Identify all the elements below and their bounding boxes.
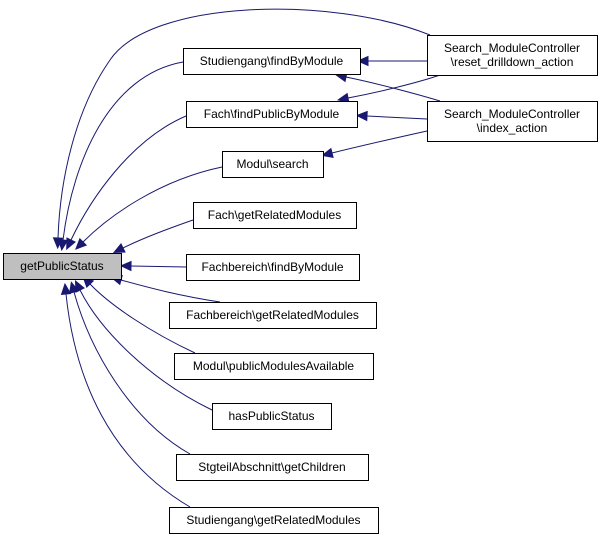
edge-n3-to-root [82, 166, 223, 243]
node-fach-getrelatedmodules[interactable]: Fach\getRelatedModules [193, 202, 357, 229]
node-label: Search_ModuleController [444, 41, 580, 55]
node-label: Fachbereich\findByModule [201, 260, 343, 274]
node-fachbereich-getrelatedmodules[interactable]: Fachbereich\getRelatedModules [169, 302, 377, 329]
arrowhead-n9-to-root [69, 281, 80, 294]
node-label: hasPublicStatus [228, 409, 314, 423]
arrowhead-n2-to-root [66, 237, 76, 251]
node-box [183, 48, 361, 75]
node-box [169, 507, 379, 534]
node-label: Search_ModuleController [444, 107, 580, 121]
node-label: Fach\getRelatedModules [208, 208, 341, 222]
node-studiengang-findbymodule[interactable]: Studiengang\findByModule [183, 48, 361, 75]
edge-c2-to-n1 [345, 76, 441, 102]
node-label: \reset_drilldown_action [451, 55, 574, 69]
node-search-modulecontroller-index-action[interactable]: Search_ModuleController\index_action [427, 101, 598, 142]
arrowhead-n4-to-root [112, 243, 126, 253]
node-studiengang-getrelatedmodules[interactable]: Studiengang\getRelatedModules [169, 507, 379, 534]
node-box [186, 254, 360, 281]
node-box [212, 403, 332, 430]
node-box [169, 302, 377, 329]
edge-n1-to-root [62, 61, 184, 241]
edge-n5-to-root [130, 265, 187, 268]
node-box [176, 454, 369, 481]
arrowhead-n5-to-root [119, 260, 132, 272]
node-label: Studiengang\getRelatedModules [186, 513, 360, 527]
node-getpublicstatus: getPublicStatus [3, 253, 122, 280]
edge-c2-to-n2 [366, 115, 428, 120]
node-box [427, 101, 598, 142]
node-label: getPublicStatus [20, 259, 103, 273]
node-box [222, 151, 324, 178]
node-label: Fachbereich\getRelatedModules [186, 308, 359, 322]
node-label: \index_action [477, 121, 548, 135]
arrowhead-c2-to-n3 [321, 147, 334, 158]
node-label: Modul\publicModulesAvailable [193, 359, 355, 373]
node-label: Studiengang\findByModule [200, 54, 344, 68]
edge-n2-to-root [70, 115, 187, 241]
node-box [3, 253, 122, 280]
node-box [193, 202, 357, 229]
node-label: Modul\search [236, 157, 308, 171]
arrowhead-n10-to-root [60, 282, 72, 296]
edge-n6-to-root [120, 279, 221, 303]
arrowhead-c1-to-n1 [356, 55, 369, 67]
node-modul-search[interactable]: Modul\search [222, 151, 324, 178]
node-fachbereich-findbymodule[interactable]: Fachbereich\findByModule [186, 254, 360, 281]
arrowhead-c1-to-root [52, 237, 64, 250]
node-label: StgteilAbschnitt\getChildren [198, 460, 345, 474]
edge-c1-to-n2 [347, 74, 441, 99]
edge-n8-to-root [79, 289, 213, 411]
arrowhead-c2-to-n2 [355, 110, 368, 122]
edge-n10-to-root [65, 293, 191, 508]
node-modul-publicmodulesavailable[interactable]: Modul\publicModulesAvailable [174, 353, 374, 380]
node-label: Fach\findPublicByModule [204, 107, 340, 121]
graph-nodes: getPublicStatus Studiengang\findByModuleF… [3, 35, 598, 534]
node-search-modulecontroller-reset-drilldown-action[interactable]: Search_ModuleController\reset_drilldown_… [427, 35, 598, 76]
edge-c1-to-root [57, 8, 431, 239]
edge-n4-to-root [122, 219, 194, 249]
graph-edges [52, 8, 441, 508]
node-stgteilabschnitt-getchildren[interactable]: StgteilAbschnitt\getChildren [176, 454, 369, 481]
edge-n7-to-root [89, 283, 196, 354]
node-box [186, 101, 358, 128]
node-box [174, 353, 374, 380]
node-box [427, 35, 598, 76]
edge-c2-to-n3 [331, 130, 428, 154]
arrowhead-n3-to-root [75, 237, 88, 250]
edge-n9-to-root [73, 291, 191, 455]
node-haspublicstatus[interactable]: hasPublicStatus [212, 403, 332, 430]
node-fach-findpublicbymodule[interactable]: Fach\findPublicByModule [186, 101, 358, 128]
